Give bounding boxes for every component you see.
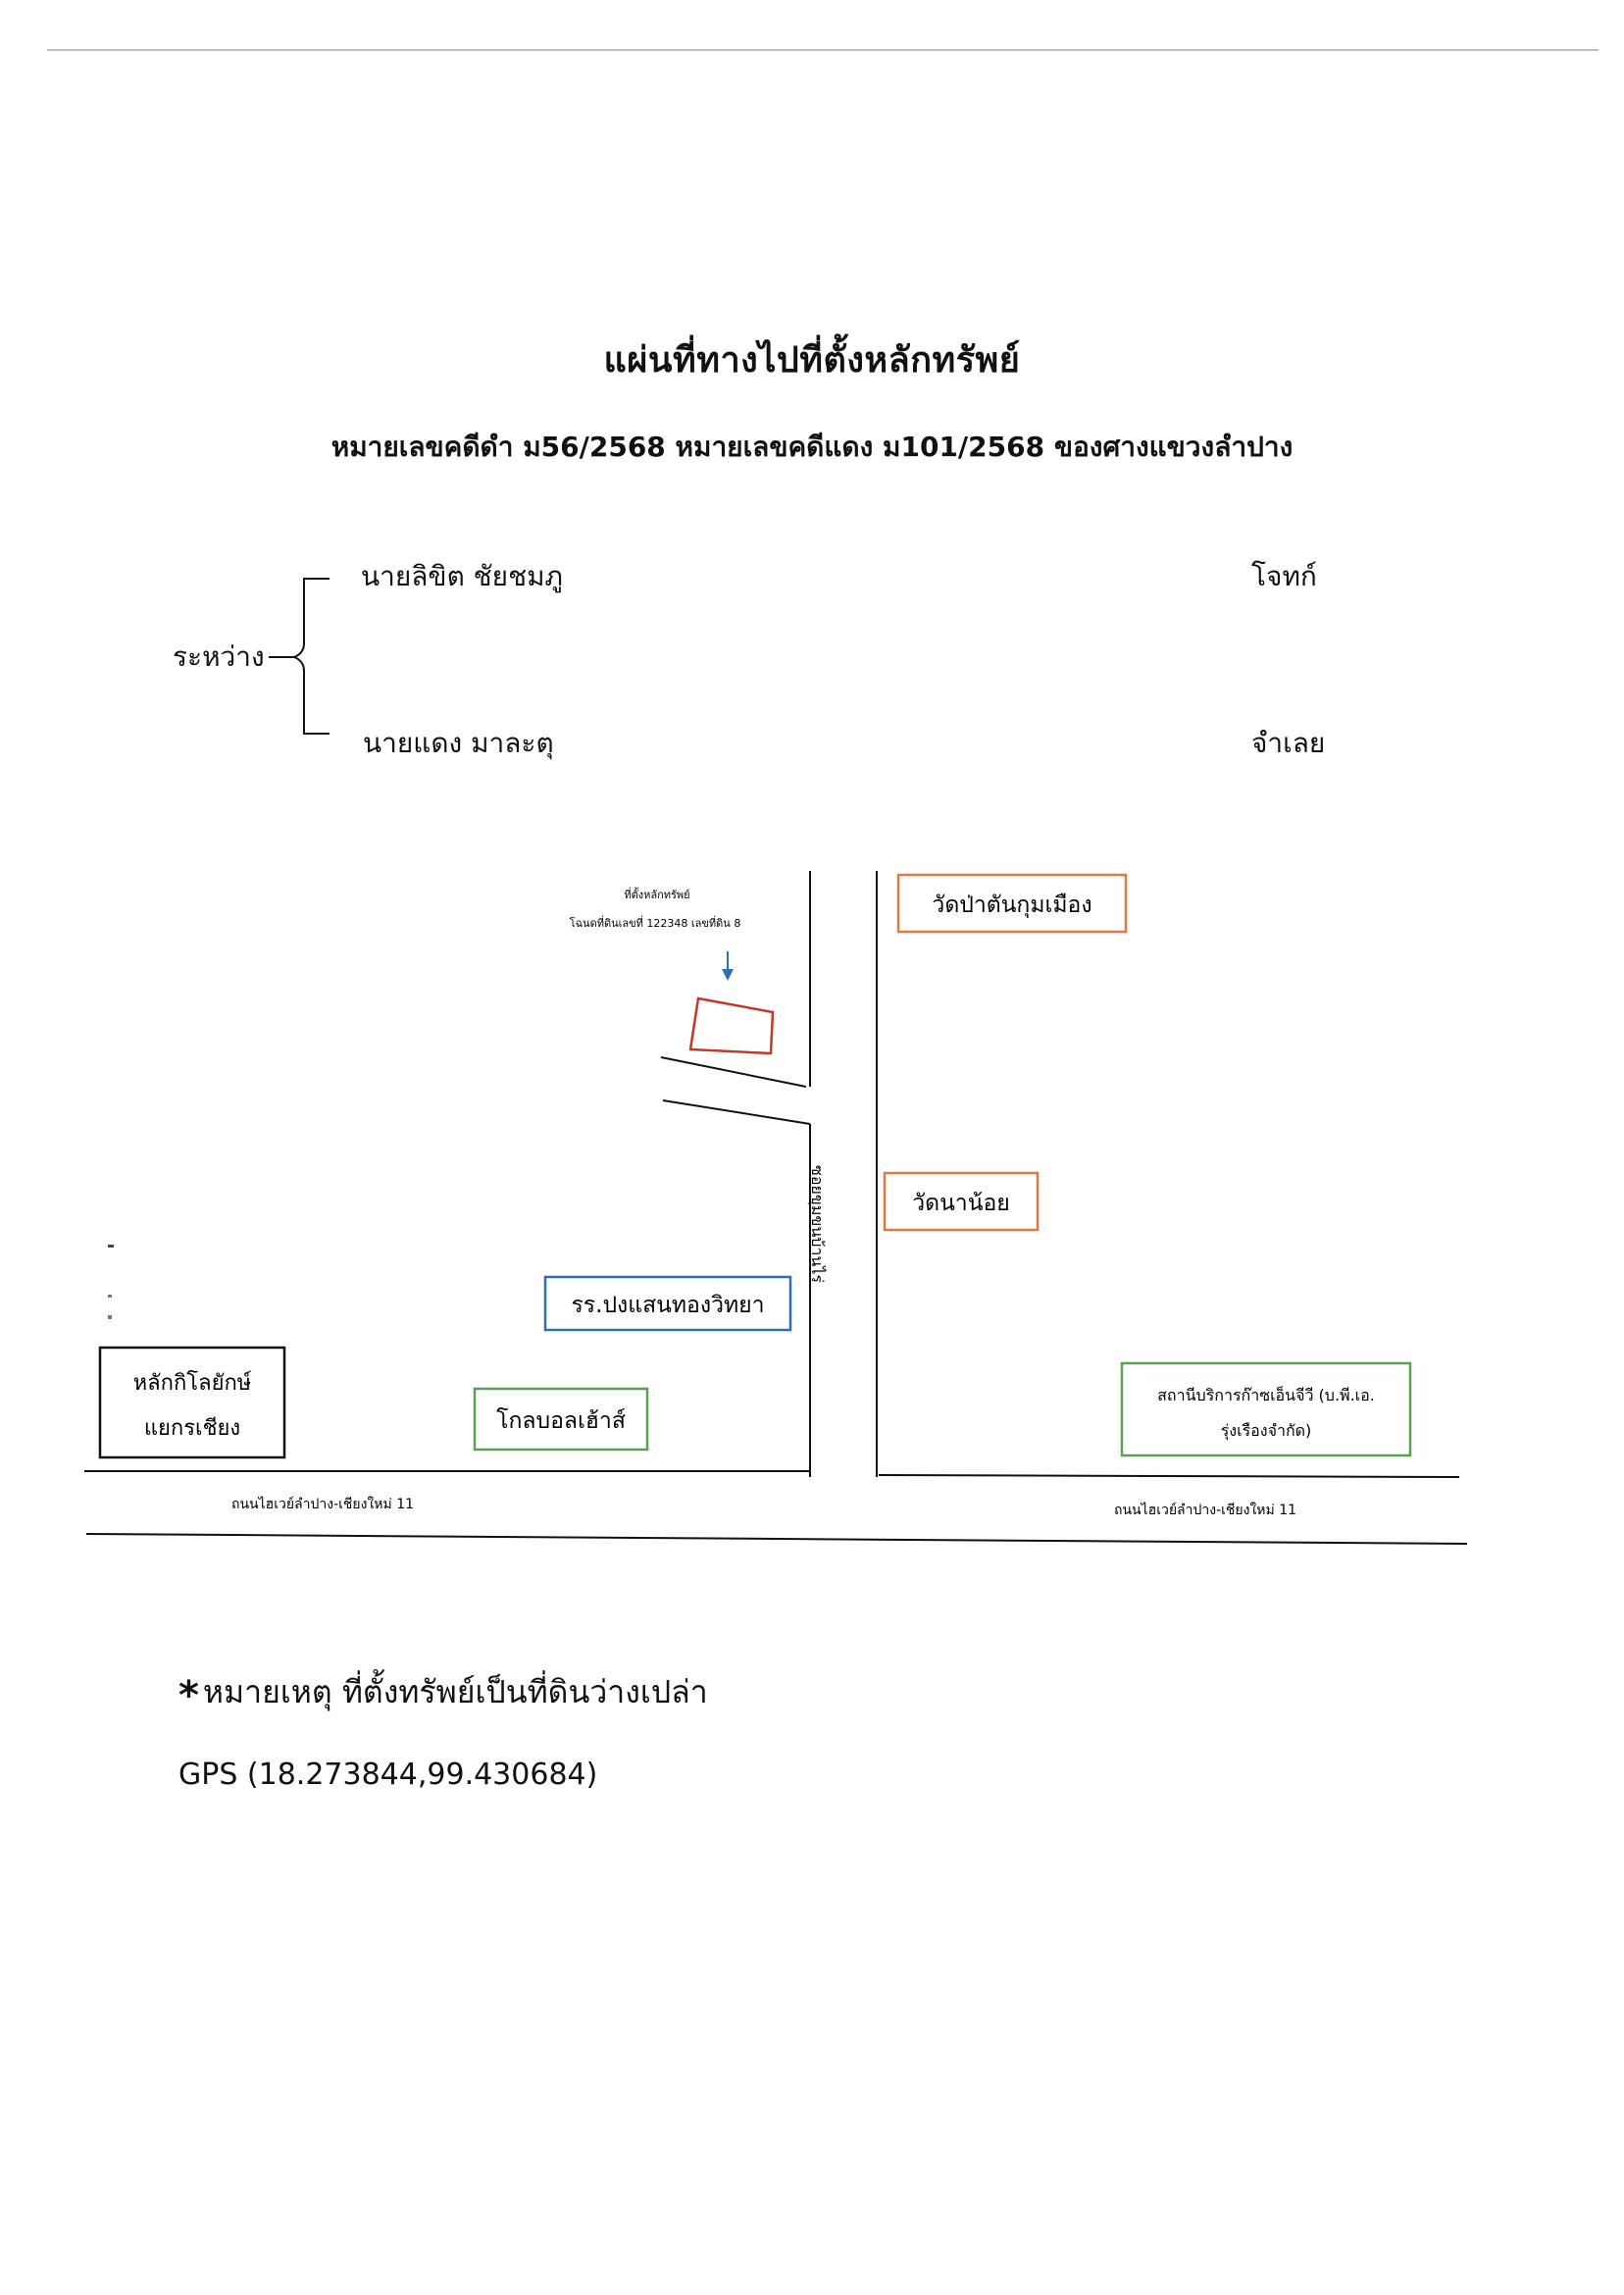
title-deed-label: โฉนดที่ดินเลขที่ 122348 เลขที่ดิน 8 xyxy=(570,915,741,930)
highway-north-edge-right xyxy=(878,1474,1460,1478)
side-road-lower xyxy=(662,1099,811,1125)
landmark-global-house-box xyxy=(473,1387,649,1452)
plaintiff-name: นายลิขิต ชัยชมภู xyxy=(361,560,563,592)
soi-label: ซอยขุมขนบ้านไร่ xyxy=(807,1165,827,1283)
plaintiff-role: โจทก์ xyxy=(1251,560,1317,592)
scan-speck xyxy=(108,1295,112,1298)
landmark-wat-na-noi-box xyxy=(883,1171,1040,1232)
landmark-global-house: โกลบอลเฮ้าส์ xyxy=(496,1407,626,1434)
property-plot xyxy=(688,996,775,1055)
landmark-school: รร.ปงแสนทองวิทยา xyxy=(571,1293,764,1318)
highway-label-right: ถนนไฮเวย์ลำปาง-เชียงใหม่ 11 xyxy=(1114,1502,1296,1518)
defendant-role: จำเลย xyxy=(1251,727,1326,759)
location-map: ที่ตั้งหลักทรัพย์ โฉนดที่ดินเลขที่ 12234… xyxy=(84,871,1468,1545)
top-divider xyxy=(47,49,1599,51)
page-title: แผ่นที่ทางไปที่ตั้งหลักทรัพย์ xyxy=(603,340,1021,381)
highway-south-edge xyxy=(85,1533,1468,1545)
landmark-school-box xyxy=(543,1275,792,1332)
down-arrow-icon xyxy=(722,969,734,981)
landmark-gas-station-line2: รุ่งเรืองจำกัด) xyxy=(1221,1421,1312,1441)
property-label: ที่ตั้งหลักทรัพย์ xyxy=(624,887,689,901)
asterisk: * xyxy=(178,1673,199,1718)
case-numbers: หมายเลขคดีดำ ม56/2568 หมายเลขคดีแดง ม101… xyxy=(330,431,1294,463)
landmark-km-marker-line1: หลักกิโลยักษ์ xyxy=(133,1370,252,1396)
landmark-wat-pa-box xyxy=(896,873,1128,934)
remark: *หมายเหตุ ที่ตั้งทรัพย์เป็นที่ดินว่างเปล… xyxy=(178,1667,708,1718)
highway-label-left: ถนนไฮเวย์ลำปาง-เชียงใหม่ 11 xyxy=(231,1496,414,1512)
scan-speck xyxy=(108,1245,114,1248)
landmark-gas-station-box xyxy=(1120,1361,1412,1457)
landmark-wat-pa: วัดป่าตันกุมเมือง xyxy=(932,892,1091,918)
side-road-upper xyxy=(660,1056,807,1088)
scan-speck xyxy=(108,1315,112,1319)
defendant-name: นายแดง มาละตุ xyxy=(363,727,554,759)
between-label: ระหว่าง xyxy=(173,640,265,673)
landmark-km-marker-box xyxy=(98,1346,286,1459)
landmark-wat-na-noi: วัดนาน้อย xyxy=(912,1191,1010,1216)
party-bracket xyxy=(269,578,330,735)
remark-text: หมายเหตุ ที่ตั้งทรัพย์เป็นที่ดินว่างเปล่… xyxy=(202,1673,708,1710)
landmark-km-marker-line2: แยกรเชียง xyxy=(144,1416,240,1441)
gps-coordinates: GPS (18.273844,99.430684) xyxy=(178,1758,598,1792)
landmark-gas-station-line1: สถานีบริการก๊าซเอ็นจีวี (บ.พี.เอ. xyxy=(1157,1385,1375,1404)
